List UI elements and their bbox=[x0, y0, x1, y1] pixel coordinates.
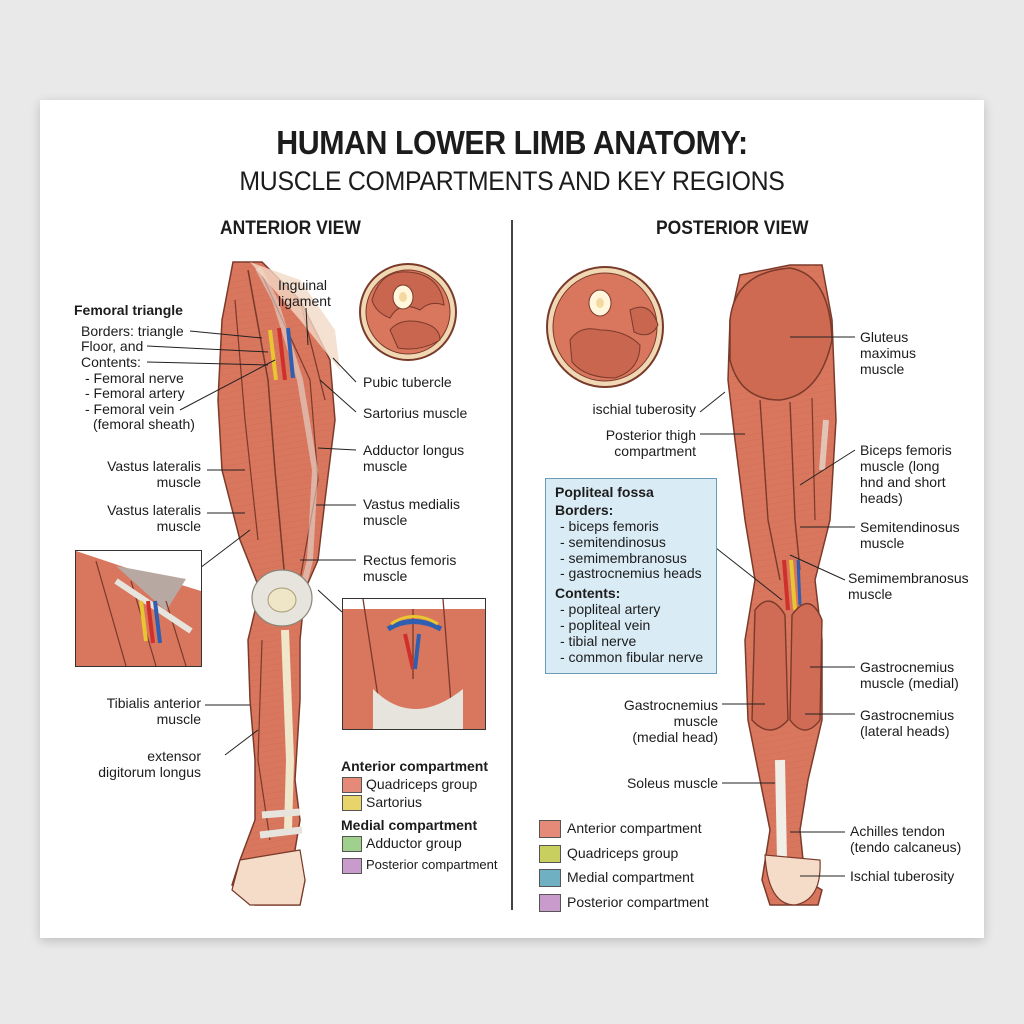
knee-inset bbox=[342, 598, 486, 730]
label-gastrocnemius-lateral: Gastrocnemius (lateral heads) bbox=[860, 707, 955, 739]
anterior-view-heading: ANTERIOR VIEW bbox=[220, 218, 361, 239]
femoral-triangle-line-2: Floor, and bbox=[81, 338, 144, 354]
legend2-medial: Medial compartment bbox=[567, 869, 694, 885]
legend2-swatch-posterior bbox=[539, 894, 561, 912]
label-gastrocnemius-medial-head: Gastrocnemius muscle (medial head) bbox=[623, 697, 718, 745]
anterior-leg bbox=[217, 261, 340, 906]
fossa-borders-title: Borders: bbox=[555, 502, 614, 518]
label-ischial-tuberosity-2: Ischial tuberosity bbox=[850, 868, 955, 884]
legend-sartorius: Sartorius bbox=[366, 794, 423, 810]
legend-quadriceps: Quadriceps group bbox=[366, 776, 478, 792]
subtitle: MUSCLE COMPARTMENTS AND KEY REGIONS bbox=[239, 166, 785, 196]
fossa-border-3: - semimembranosus bbox=[560, 550, 687, 566]
label-vastus-lateralis-2: Vastus lateralis muscle bbox=[107, 502, 201, 534]
label-biceps-femoris: Biceps femoris muscle (long hnd and shor… bbox=[860, 442, 952, 506]
label-sartorius: Sartorius muscle bbox=[363, 405, 468, 421]
label-vastus-medialis: Vastus medialis muscle bbox=[363, 496, 461, 528]
femoral-triangle-line-5: - Femoral artery bbox=[85, 385, 185, 401]
label-gluteus-maximus: Gluteus maximus muscle bbox=[860, 329, 917, 377]
legend-swatch-posterior bbox=[342, 858, 362, 874]
legend2-swatch-quadriceps bbox=[539, 845, 561, 863]
femoral-triangle-line-6: - Femoral vein bbox=[85, 401, 175, 417]
femoral-triangle-title: Femoral triangle bbox=[74, 302, 183, 318]
label-semitendinosus: Semitendinosus muscle bbox=[860, 519, 960, 551]
label-vastus-lateralis-1: Vastus lateralis muscle bbox=[107, 458, 201, 490]
fossa-content-4: - common fibular nerve bbox=[560, 649, 704, 665]
fossa-border-1: - biceps femoris bbox=[560, 518, 659, 534]
main-title: HUMAN LOWER LIMB ANATOMY: bbox=[276, 124, 748, 161]
posterior-view-heading: POSTERIOR VIEW bbox=[656, 218, 809, 239]
femoral-triangle-line-4: - Femoral nerve bbox=[85, 370, 184, 386]
fossa-content-2: - popliteal vein bbox=[560, 617, 651, 633]
label-rectus-femoris: Rectus femoris muscle bbox=[363, 552, 457, 584]
legend-posterior: Posterior compartment bbox=[366, 857, 498, 872]
fossa-border-2: - semitendinosus bbox=[560, 534, 666, 550]
anterior-cross-section bbox=[359, 263, 457, 361]
fossa-border-4: - gastrocnemius heads bbox=[560, 565, 702, 581]
legend-adductor: Adductor group bbox=[366, 835, 462, 851]
posterior-cross-section bbox=[546, 266, 664, 388]
label-adductor-longus: Adductor longus muscle bbox=[363, 442, 465, 474]
femoral-triangle-line-3: Contents: bbox=[81, 354, 141, 370]
fossa-content-3: - tibial nerve bbox=[560, 633, 637, 649]
label-soleus: Soleus muscle bbox=[626, 775, 718, 791]
legend2-swatch-anterior bbox=[539, 820, 561, 838]
legend-swatch-quadriceps bbox=[342, 777, 362, 793]
femoral-triangle-line-1: Borders: triangle bbox=[81, 323, 184, 339]
posterior-leg bbox=[727, 264, 837, 906]
legend2-quadriceps: Quadriceps group bbox=[567, 845, 679, 861]
legend2-anterior: Anterior compartment bbox=[567, 820, 702, 836]
view-divider bbox=[511, 220, 513, 910]
fossa-content-1: - popliteal artery bbox=[560, 601, 661, 617]
legend-swatch-sartorius bbox=[342, 795, 362, 811]
legend-swatch-adductor bbox=[342, 836, 362, 852]
label-pubic-tubercle: Pubic tubercle bbox=[363, 374, 452, 390]
legend2-posterior: Posterior compartment bbox=[567, 894, 709, 910]
fossa-title: Popliteal fossa bbox=[555, 484, 654, 500]
label-gastrocnemius-medial: Gastrocnemius muscle (medial) bbox=[860, 659, 959, 691]
legend-anterior-title: Anterior compartment bbox=[341, 758, 489, 774]
legend2-swatch-medial bbox=[539, 869, 561, 887]
legend-medial-title: Medial compartment bbox=[341, 817, 478, 833]
posterior-leader-lines bbox=[699, 336, 856, 877]
femoral-triangle-inset bbox=[75, 550, 202, 667]
label-semimembranosus: Semimembranosus muscle bbox=[848, 570, 969, 602]
label-inguinal-ligament: Inguinal ligament bbox=[278, 277, 331, 309]
fossa-contents-title: Contents: bbox=[555, 585, 621, 601]
label-extensor-digitorum: extensor digitorum longus bbox=[98, 748, 201, 780]
popliteal-fossa-box bbox=[545, 478, 717, 674]
label-ischial-tuberosity-1: ischial tuberosity bbox=[592, 401, 697, 417]
anterior-leader-lines bbox=[146, 307, 357, 756]
femoral-triangle-line-7: (femoral sheath) bbox=[93, 416, 195, 432]
label-tibialis-anterior: Tibialis anterior muscle bbox=[106, 695, 201, 727]
label-achilles-tendon: Achilles tendon (tendo calcaneus) bbox=[850, 823, 962, 855]
label-posterior-thigh-compartment: Posterior thigh compartment bbox=[605, 427, 696, 459]
